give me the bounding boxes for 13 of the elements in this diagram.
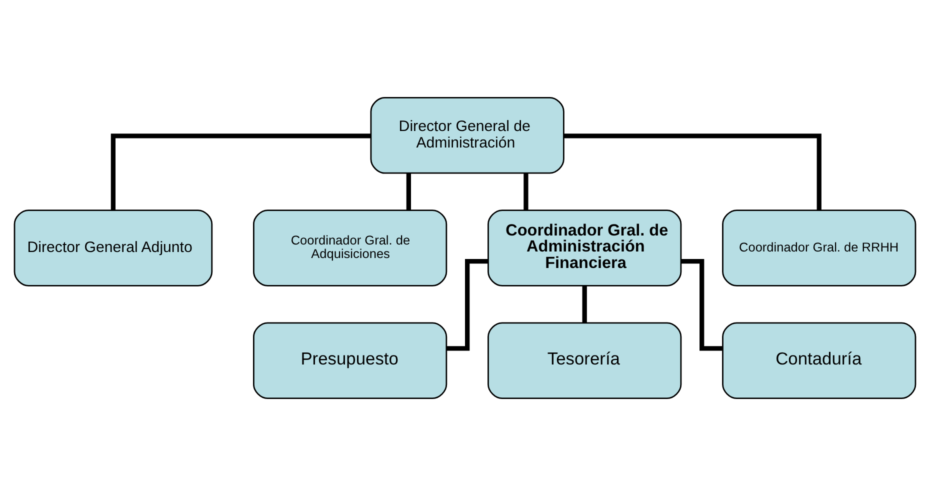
node-box: Presupuesto (252, 322, 447, 399)
node-box: Coordinador Gral. de Administración Financiera (487, 209, 682, 286)
connector (563, 133, 821, 210)
node-box: Contaduría (722, 322, 916, 399)
node-box: Director General Adjunto (13, 209, 212, 286)
node-box: Coordinador Gral. de Adquisiciones (252, 209, 447, 286)
node-box: Coordinador Gral. de RRHH (722, 209, 916, 286)
connector (406, 172, 411, 210)
connector (110, 133, 370, 210)
connector (523, 172, 528, 210)
connector (582, 285, 586, 322)
node-box: Tesorería (487, 322, 682, 399)
node-box: Director General de Administración (370, 96, 564, 174)
